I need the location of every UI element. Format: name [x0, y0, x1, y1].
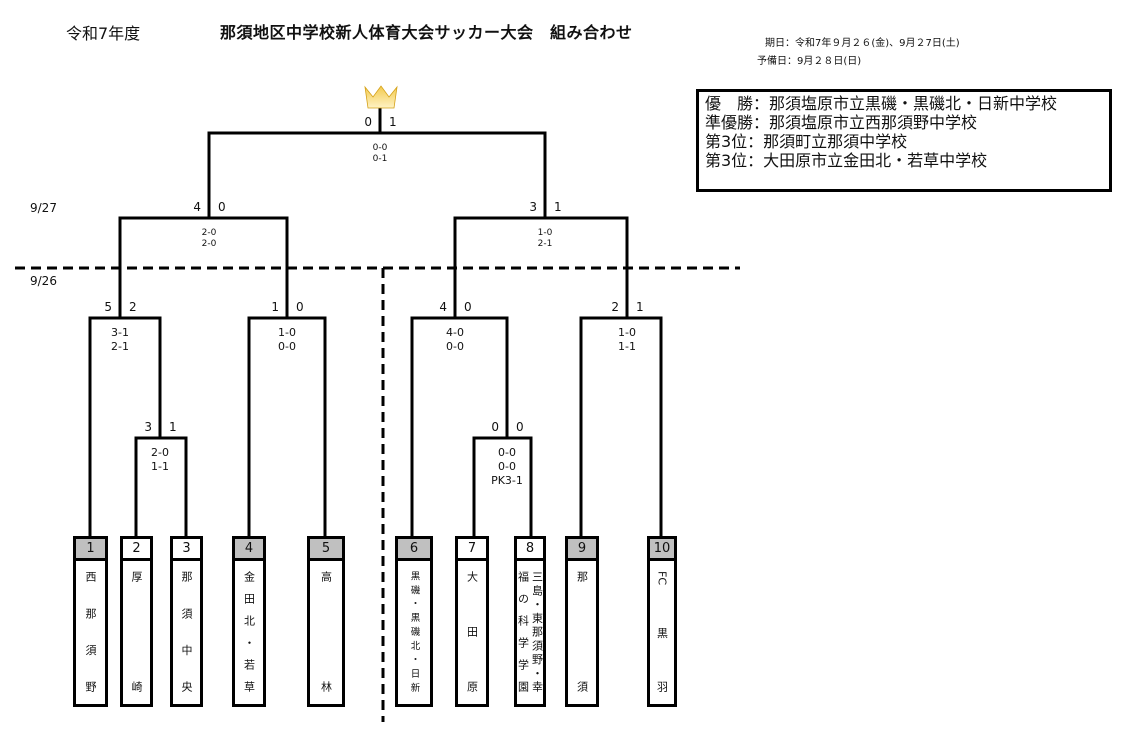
score-left: 5 [104, 300, 112, 314]
team-name-column: 高林 [319, 571, 333, 692]
day-label-9-26: 9/26 [30, 274, 57, 288]
team-name-column: FC黒羽 [655, 571, 669, 692]
team-box: 7 大田原 [455, 536, 489, 707]
score-right: 1 [554, 200, 562, 214]
team-box: 6 黒磯・黒磯北・日新 [395, 536, 433, 707]
page-title: 那須地区中学校新人体育大会サッカー大会 組み合わせ [220, 23, 633, 42]
team-name-column: 大田原 [465, 571, 479, 692]
score-period: 0-0 [498, 446, 516, 459]
team-number: 7 [458, 539, 486, 561]
score-period: 2-1 [111, 340, 129, 353]
team-number: 4 [235, 539, 263, 561]
score-right: 0 [296, 300, 304, 314]
team-name-column: 那須 [575, 571, 589, 692]
score-period: 0-0 [446, 340, 464, 353]
team-name-column: 西那須野 [84, 571, 97, 692]
team-number: 8 [517, 539, 543, 561]
team-box: 1 西那須野 [73, 536, 108, 707]
team-name-column: 三島・東那須野・幸 [530, 571, 544, 692]
result-runner-up: 準優勝：那須塩原市立西那須野中学校 [705, 113, 978, 132]
team-number: 1 [76, 539, 105, 561]
team-name: 金田北・若草 [235, 571, 263, 692]
score-right: 0 [218, 200, 226, 214]
score-left: 0 [491, 420, 499, 434]
score-right: 1 [389, 115, 397, 129]
team-name: 大田原 [458, 571, 486, 692]
team-name: 那須 [568, 571, 596, 692]
result-champion: 優 勝：那須塩原市立黒磯・黒磯北・日新中学校 [705, 94, 1058, 113]
score-period: 1-1 [618, 340, 636, 353]
event-dates: 期日：令和7年９月２６(金)、9月２7日(土) [765, 38, 960, 49]
score-period: 1-0 [618, 326, 636, 339]
score-right: 2 [129, 300, 137, 314]
score-left: 4 [439, 300, 447, 314]
crown-icon [364, 85, 398, 109]
team-name-column: 黒磯・黒磯北・日新 [408, 571, 420, 692]
score-period: 1-0 [278, 326, 296, 339]
score-period: 1-0 [537, 228, 553, 238]
score-left: 4 [193, 200, 201, 214]
score-period: 0-1 [372, 154, 388, 164]
score-period: 0-0 [372, 143, 388, 153]
score-period: 4-0 [446, 326, 464, 339]
score-left: 1 [271, 300, 279, 314]
result-third-1: 第3位：那須町立那須中学校 [705, 132, 908, 151]
team-name: FC黒羽 [650, 571, 674, 692]
score-right: 0 [516, 420, 524, 434]
team-number: 10 [650, 539, 674, 561]
team-number: 9 [568, 539, 596, 561]
score-period: 2-0 [201, 239, 217, 249]
team-number: 3 [173, 539, 200, 561]
team-name: 三島・東那須野・幸福の科学学園 [516, 571, 544, 692]
team-box: 2 厚崎 [120, 536, 153, 707]
team-number: 2 [123, 539, 150, 561]
result-third-2: 第3位：大田原市立金田北・若草中学校 [705, 151, 988, 170]
team-name: 黒磯・黒磯北・日新 [398, 571, 430, 692]
team-name-column: 厚崎 [130, 571, 143, 692]
team-name-column: 金田北・若草 [242, 571, 256, 692]
team-name-column: 福の科学学園 [516, 571, 530, 692]
team-box: 3 那須中央 [170, 536, 203, 707]
day-label-9-27: 9/27 [30, 201, 57, 215]
team-name-column: 那須中央 [180, 571, 193, 692]
results-box: 優 勝：那須塩原市立黒磯・黒磯北・日新中学校 準優勝：那須塩原市立西那須野中学校… [696, 89, 1112, 192]
score-left: 0 [364, 115, 372, 129]
score-period: 1-1 [151, 460, 169, 473]
team-box: 5 高林 [307, 536, 345, 707]
team-name: 厚崎 [123, 571, 150, 692]
team-box: 4 金田北・若草 [232, 536, 266, 707]
team-name: 西那須野 [76, 571, 105, 692]
score-period: 0-0 [498, 460, 516, 473]
team-box: 9 那須 [565, 536, 599, 707]
team-name: 高林 [310, 571, 342, 692]
score-period: 2-0 [201, 228, 217, 238]
score-right: 0 [464, 300, 472, 314]
score-period: 2-0 [151, 446, 169, 459]
team-box: 8 三島・東那須野・幸福の科学学園 [514, 536, 546, 707]
team-number: 6 [398, 539, 430, 561]
score-left: 3 [144, 420, 152, 434]
score-right: 1 [636, 300, 644, 314]
year-label: 令和7年度 [66, 24, 141, 43]
score-left: 3 [529, 200, 537, 214]
score-period: 2-1 [537, 239, 553, 249]
reserve-date: 予備日：9月２８日(日) [757, 56, 862, 67]
score-period: PK3-1 [491, 474, 523, 487]
team-number: 5 [310, 539, 342, 561]
team-name: 那須中央 [173, 571, 200, 692]
score-period: 0-0 [278, 340, 296, 353]
score-right: 1 [169, 420, 177, 434]
score-left: 2 [611, 300, 619, 314]
score-period: 3-1 [111, 326, 129, 339]
